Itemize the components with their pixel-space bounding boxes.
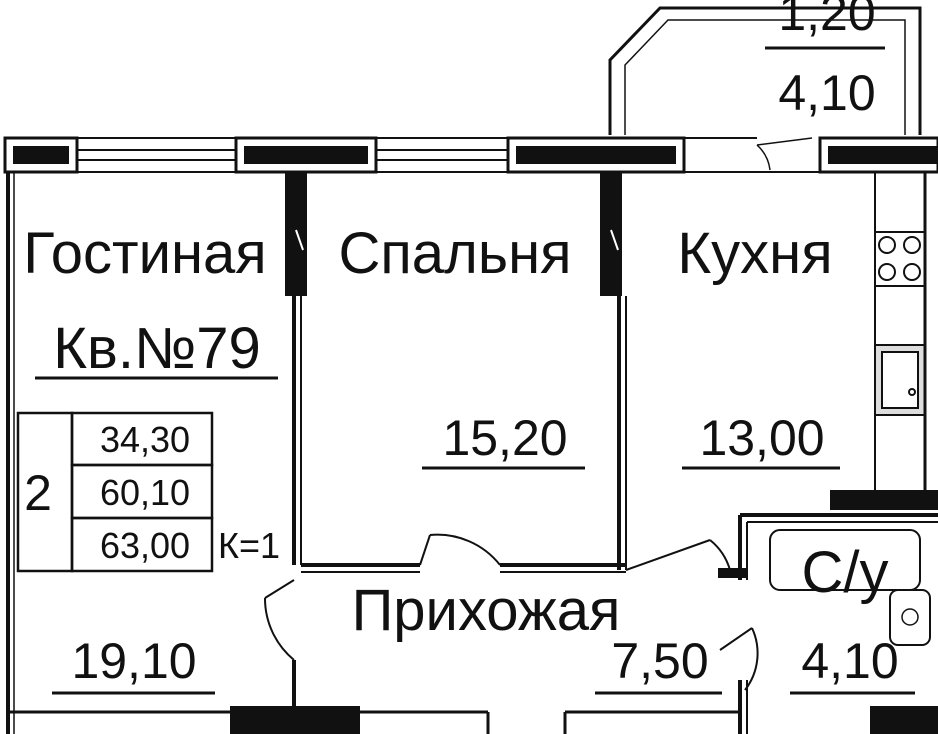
window-bedroom — [376, 137, 508, 173]
kitchen-area: 13,00 — [699, 410, 824, 466]
balcony — [608, 6, 922, 171]
bathroom-name: С/у — [802, 540, 889, 605]
total-area: 60,10 — [100, 472, 190, 513]
living-area: 34,30 — [100, 419, 190, 460]
bedroom-name: Спальня — [338, 221, 571, 286]
living-room-area: 19,10 — [71, 633, 196, 689]
rooms-count: 2 — [24, 465, 52, 521]
bathroom-walls — [718, 490, 938, 734]
balcony-area-coef: 1,20 — [778, 0, 875, 41]
balcony-area-full: 4,10 — [778, 65, 875, 121]
hallway-name: Прихожая — [352, 578, 621, 643]
partition-bedroom-kitchen — [600, 172, 627, 570]
kitchen-counter — [874, 172, 927, 490]
apartment-number: Кв.№79 — [53, 316, 260, 381]
coefficient: К=1 — [218, 525, 280, 566]
living-room-name: Гостиная — [23, 221, 266, 286]
total-area-with-balcony: 63,00 — [100, 525, 190, 566]
partition-bedroom-hallway — [263, 533, 731, 661]
window-living — [77, 137, 236, 173]
kitchen-name: Кухня — [677, 221, 832, 286]
bedroom-area: 15,20 — [442, 410, 567, 466]
partition-living-bedroom — [285, 172, 307, 712]
top-wall — [3, 136, 938, 174]
bathroom-area: 4,10 — [801, 633, 898, 689]
left-wall — [6, 172, 15, 734]
area-summary-table — [16, 411, 214, 573]
window-kitchen — [684, 137, 820, 173]
hallway-area: 7,50 — [611, 633, 708, 689]
bottom-wall — [8, 706, 938, 734]
